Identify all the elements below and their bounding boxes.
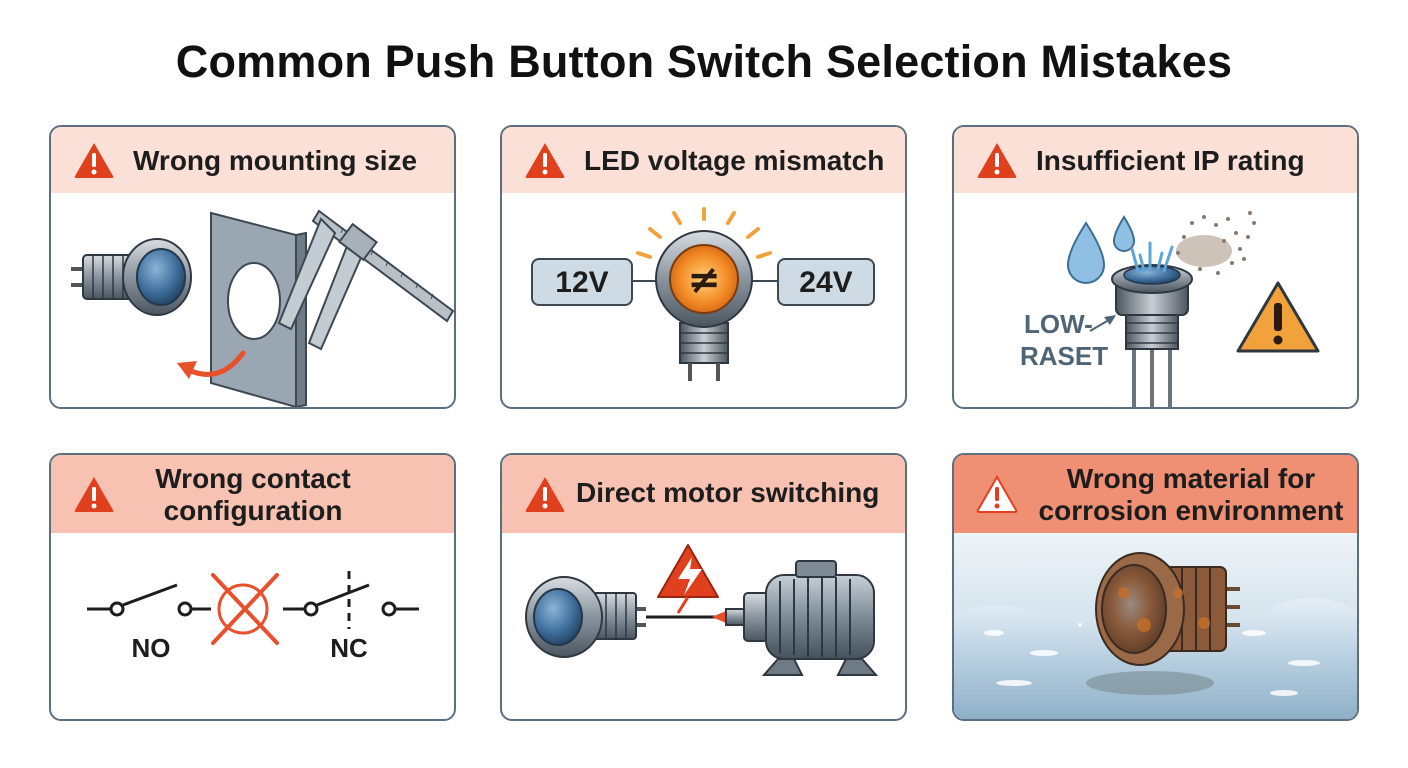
callout-line1: LOW- bbox=[1024, 309, 1093, 339]
card-title: Wrong mounting size bbox=[133, 145, 418, 176]
card-title: Insufficient IP rating bbox=[1036, 145, 1305, 176]
card-title-line1: Wrong contact bbox=[155, 463, 351, 494]
motor-icon bbox=[725, 560, 879, 676]
card-title-line2: corrosion environment bbox=[1038, 495, 1344, 526]
caliper bbox=[277, 209, 454, 351]
card-header: Direct motor switching bbox=[502, 455, 905, 533]
mounting-panel bbox=[210, 211, 307, 407]
card-header: Wrong mounting size bbox=[51, 127, 454, 193]
not-equal-symbol: ≠ bbox=[687, 257, 721, 303]
callout-line2: RASET bbox=[1020, 341, 1108, 371]
push-button-switch bbox=[525, 576, 646, 658]
page-title: Common Push Button Switch Selection Mist… bbox=[175, 36, 1233, 87]
card-wrong-mounting-size: Wrong mounting size bbox=[49, 125, 456, 409]
rotate-arrow bbox=[188, 350, 246, 377]
card-header: LED voltage mismatch bbox=[502, 127, 905, 193]
normally-open-symbol bbox=[87, 583, 211, 617]
normally-closed-symbol bbox=[283, 571, 419, 629]
voltage-24v-label: 24V bbox=[799, 266, 852, 299]
card-header: Wrong contact configuration bbox=[51, 455, 454, 533]
glow-rays bbox=[636, 207, 772, 259]
corrosion-illustration bbox=[954, 533, 1357, 719]
card-title: Direct motor switching bbox=[576, 477, 880, 508]
caution-triangle-icon bbox=[1236, 281, 1320, 353]
cross-out-icon bbox=[211, 573, 279, 645]
card-direct-motor-switching: Direct motor switching bbox=[500, 453, 907, 721]
high-voltage-icon bbox=[657, 544, 719, 614]
card-title-line1: Wrong material for bbox=[1066, 463, 1316, 494]
dust-cloud bbox=[1176, 211, 1256, 275]
push-button-switch bbox=[71, 238, 192, 316]
card-led-voltage-mismatch: LED voltage mismatch 12V 24V bbox=[500, 125, 907, 409]
voltage-12v-label: 12V bbox=[555, 266, 608, 299]
no-label: NO bbox=[132, 633, 171, 663]
voltage-box-24v: 24V bbox=[777, 258, 875, 306]
voltage-illustration: 12V 24V bbox=[502, 193, 905, 407]
card-title: LED voltage mismatch bbox=[584, 145, 885, 176]
voltage-box-12v: 12V bbox=[531, 258, 633, 306]
led-push-button: ≠ bbox=[655, 230, 753, 381]
card-insufficient-ip-rating: Insufficient IP rating bbox=[952, 125, 1359, 409]
card-wrong-contact-configuration: Wrong contact configuration NO bbox=[49, 453, 456, 721]
card-wrong-material-corrosion: Wrong material for corrosion environment bbox=[952, 453, 1359, 721]
warning-icon bbox=[976, 141, 1018, 179]
warning-icon bbox=[73, 141, 115, 179]
motor-illustration bbox=[502, 533, 905, 719]
warning-icon bbox=[976, 475, 1018, 513]
warning-icon bbox=[524, 141, 566, 179]
warning-icon bbox=[524, 475, 566, 513]
mounting-illustration bbox=[51, 193, 454, 407]
card-header: Insufficient IP rating bbox=[954, 127, 1357, 193]
card-title-line2: configuration bbox=[163, 495, 343, 526]
warning-icon bbox=[73, 475, 115, 513]
ip-rating-illustration: LOW- RASET bbox=[954, 193, 1357, 407]
nc-label: NC bbox=[330, 633, 368, 663]
push-button-switch bbox=[1111, 241, 1193, 407]
water-drop-icon bbox=[1066, 215, 1136, 284]
contact-diagram: NO NC bbox=[51, 533, 454, 719]
card-header: Wrong material for corrosion environment bbox=[954, 455, 1357, 533]
corroded-switch bbox=[1086, 552, 1240, 695]
